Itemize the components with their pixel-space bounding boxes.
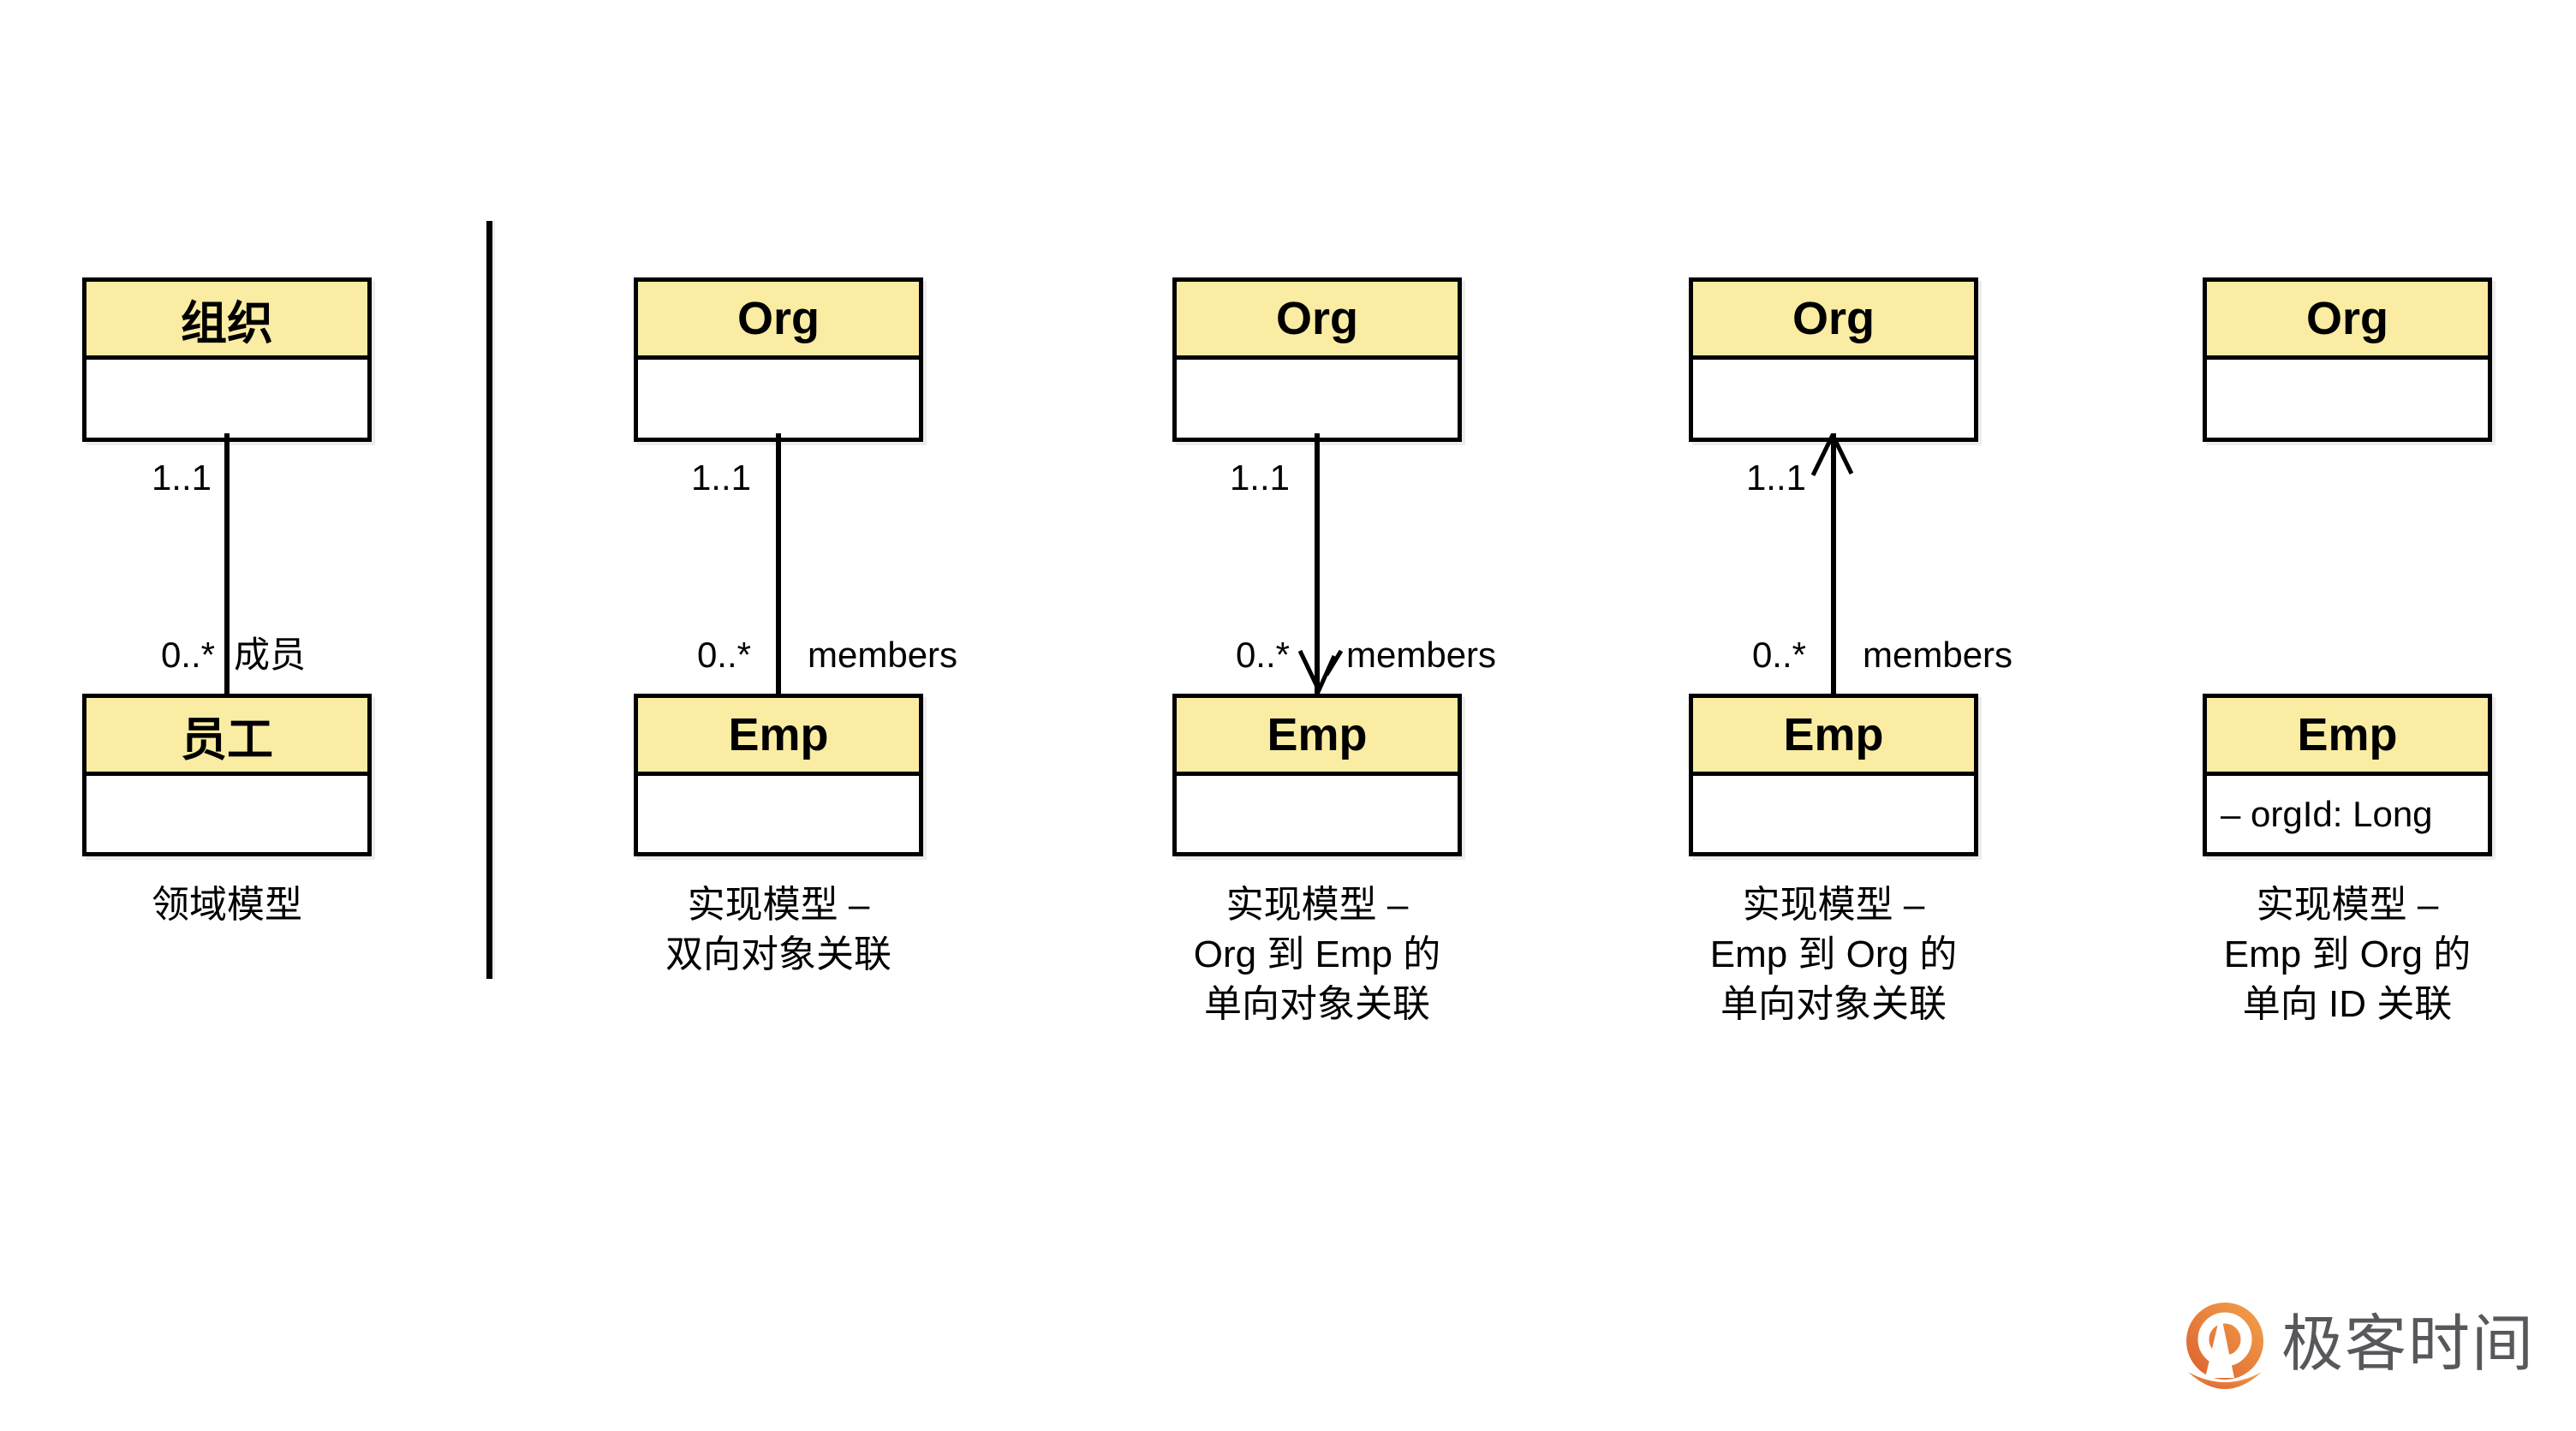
caption-line: 双向对象关联 xyxy=(665,933,891,975)
caption-line: 实现模型 – xyxy=(687,884,870,926)
caption-line: 单向对象关联 xyxy=(1204,983,1430,1025)
multiplicity-top: 1..1 xyxy=(151,457,212,498)
class-title: Org xyxy=(2207,282,2488,360)
class-box-emp: Emp xyxy=(634,694,923,856)
class-box-organization: 组织 xyxy=(82,277,372,442)
caption-line: 实现模型 – xyxy=(2256,884,2439,926)
caption-line: 实现模型 – xyxy=(1742,884,1925,926)
class-title: Org xyxy=(1177,282,1458,360)
association-line xyxy=(1315,433,1320,694)
class-title: 员工 xyxy=(86,698,367,776)
diagram-caption: 实现模型 – Org 到 Emp 的 单向对象关联 xyxy=(1121,880,1513,1029)
diagram-caption: 实现模型 – Emp 到 Org 的 单向对象关联 xyxy=(1637,880,2030,1029)
class-body-empty xyxy=(638,360,919,438)
diagram-caption: 领域模型 xyxy=(31,880,423,930)
class-box-emp: Emp xyxy=(1172,694,1462,856)
caption-line: 实现模型 – xyxy=(1225,884,1409,926)
multiplicity-bottom: 0..* xyxy=(696,635,751,675)
diagram-bidirectional-association: Org 1..1 0..* members Emp 实现模型 – 双向对象关联 xyxy=(634,277,957,1134)
diagram-org-to-emp-association: Org 1..1 0..* members Emp 实现模型 – Org 到 E… xyxy=(1172,277,1496,1134)
geektime-logo-text: 极客时间 xyxy=(2281,1310,2536,1379)
class-title: 组织 xyxy=(86,282,367,360)
section-divider-line xyxy=(486,221,492,979)
multiplicity-bottom: 0..* xyxy=(1235,635,1290,675)
class-body-empty xyxy=(86,776,367,852)
role-label: 成员 xyxy=(234,635,307,675)
caption-line: Org 到 Emp 的 xyxy=(1193,933,1441,975)
diagram-caption: 实现模型 – 双向对象关联 xyxy=(582,880,975,980)
class-box-org: Org xyxy=(2203,277,2492,442)
class-body-empty xyxy=(638,776,919,852)
class-title: Emp xyxy=(1177,698,1458,776)
class-title: Emp xyxy=(2207,698,2488,776)
role-label: members xyxy=(1346,635,1497,675)
caption-line: 领域模型 xyxy=(152,884,302,926)
class-title: Emp xyxy=(638,698,919,776)
role-label: members xyxy=(808,635,958,675)
geektime-logo-icon xyxy=(2186,1303,2263,1389)
multiplicity-bottom: 0..* xyxy=(160,635,215,675)
caption-line: 单向 ID 关联 xyxy=(2242,983,2453,1025)
class-body-empty xyxy=(86,360,367,438)
diagram-emp-to-org-association: Org 1..1 0..* members Emp 实现模型 – Emp 到 O… xyxy=(1689,277,2012,1134)
class-body-empty xyxy=(1693,776,1974,852)
diagram-domain-model: 组织 1..1 0..* 成员 员工 领域模型 xyxy=(82,277,372,1134)
class-attribute-orgid: – orgId: Long xyxy=(2221,793,2433,834)
class-box-employee: 员工 xyxy=(82,694,372,856)
multiplicity-bottom: 0..* xyxy=(1751,635,1806,675)
multiplicity-top: 1..1 xyxy=(1745,457,1806,498)
diagram-emp-to-org-id-association: Org Emp – orgId: Long 实现模型 – Emp 到 Org 的… xyxy=(2203,277,2492,1134)
caption-line: 单向对象关联 xyxy=(1720,983,1947,1025)
association-line xyxy=(1831,433,1836,694)
role-label: members xyxy=(1863,635,2013,675)
class-body-empty xyxy=(1177,360,1458,438)
class-box-org: Org xyxy=(634,277,923,442)
caption-line: Emp 到 Org 的 xyxy=(2223,933,2472,975)
association-line xyxy=(776,433,781,694)
class-box-emp: Emp xyxy=(1689,694,1978,856)
class-box-emp: Emp – orgId: Long xyxy=(2203,694,2492,856)
multiplicity-top: 1..1 xyxy=(1229,457,1290,498)
class-body-empty xyxy=(1693,360,1974,438)
arrowhead-up-icon xyxy=(1810,433,1854,477)
class-box-org: Org xyxy=(1689,277,1978,442)
class-box-org: Org xyxy=(1172,277,1462,442)
class-title: Org xyxy=(638,282,919,360)
class-body-empty xyxy=(1177,776,1458,852)
diagram-caption: 实现模型 – Emp 到 Org 的 单向 ID 关联 xyxy=(2151,880,2543,1029)
arrowhead-down-icon xyxy=(1297,649,1344,694)
geektime-logo: 极客时间 xyxy=(2182,1302,2535,1392)
class-title: Org xyxy=(1693,282,1974,360)
class-body-empty xyxy=(2207,360,2488,438)
multiplicity-top: 1..1 xyxy=(690,457,751,498)
association-line xyxy=(224,433,230,694)
caption-line: Emp 到 Org 的 xyxy=(1709,933,1958,975)
class-title: Emp xyxy=(1693,698,1974,776)
